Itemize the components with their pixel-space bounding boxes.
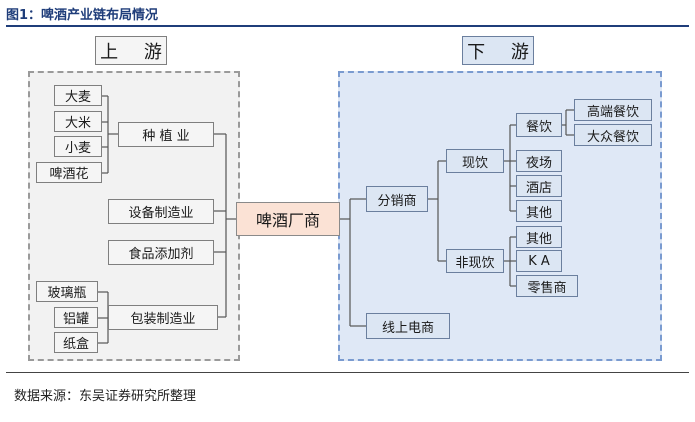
node-high-end-dining: 高端餐饮 (574, 99, 652, 121)
bottom-rule (6, 372, 689, 373)
node-planting: 种 植 业 (118, 122, 214, 147)
node-carton: 纸盒 (54, 332, 98, 353)
node-off-trade-other: 其他 (516, 226, 562, 248)
node-brewer: 啤酒厂商 (236, 202, 340, 236)
node-distributor: 分销商 (366, 186, 428, 212)
node-aluminum-can: 铝罐 (54, 307, 98, 328)
node-key-account: K A (516, 250, 562, 272)
node-barley: 大麦 (54, 85, 102, 106)
node-packaging: 包装制造业 (108, 305, 218, 330)
node-glass-bottle: 玻璃瓶 (36, 281, 98, 302)
node-online-ecommerce: 线上电商 (366, 313, 450, 339)
node-wheat: 小麦 (54, 136, 102, 157)
node-off-trade: 非现饮 (446, 249, 504, 273)
node-hops: 啤酒花 (36, 162, 102, 183)
node-rice: 大米 (54, 111, 102, 132)
node-nightclub: 夜场 (516, 150, 562, 172)
node-additives: 食品添加剂 (108, 240, 214, 265)
title-rule (6, 25, 689, 27)
upstream-header: 上 游 (95, 36, 167, 65)
node-mass-dining: 大众餐饮 (574, 124, 652, 146)
source-note: 数据来源：东吴证券研究所整理 (14, 389, 197, 404)
node-hotel: 酒店 (516, 175, 562, 197)
node-on-trade: 现饮 (446, 149, 504, 173)
node-dining: 餐饮 (516, 113, 562, 137)
downstream-header: 下 游 (462, 36, 534, 65)
figure-title: 图1：啤酒产业链布局情况 (6, 8, 159, 23)
node-retailer: 零售商 (516, 275, 578, 297)
node-equipment: 设备制造业 (108, 199, 214, 224)
node-on-trade-other: 其他 (516, 200, 562, 222)
